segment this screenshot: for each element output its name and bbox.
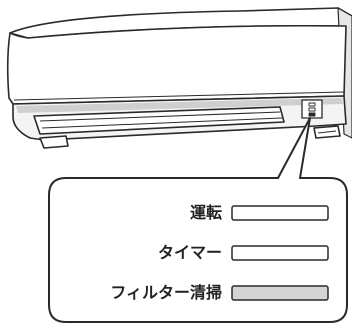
indicator-label-operation: 運転 xyxy=(190,203,222,222)
indicator-lamp-filter-cleaning xyxy=(231,285,329,301)
air-conditioner-unit xyxy=(6,7,352,149)
indicator-lamp-operation xyxy=(231,205,329,221)
indicator-row-filter-cleaning: フィルター清掃 xyxy=(110,283,329,302)
callout-bubble xyxy=(48,117,348,323)
indicator-row-timer: タイマー xyxy=(158,243,329,262)
louver-line xyxy=(39,111,281,122)
unit-right-foot-inner xyxy=(317,130,337,134)
unit-panel-seam xyxy=(13,91,345,101)
indicator-label-filter-cleaning: フィルター清掃 xyxy=(110,283,222,302)
unit-indicator-lamp-3 xyxy=(308,112,316,117)
unit-indicator-lamp-2 xyxy=(308,107,316,112)
indicator-label-timer: タイマー xyxy=(158,243,222,262)
unit-front-panel xyxy=(6,24,347,105)
unit-left-foot xyxy=(39,135,69,149)
indicator-list: 運転 タイマー フィルター清掃 xyxy=(110,203,329,302)
louver-line xyxy=(41,117,283,129)
indicator-row-operation: 運転 xyxy=(190,203,329,222)
unit-indicator-lamp-1 xyxy=(308,102,316,107)
unit-shadow-band xyxy=(16,98,343,113)
indicator-lamp-timer xyxy=(231,245,329,261)
